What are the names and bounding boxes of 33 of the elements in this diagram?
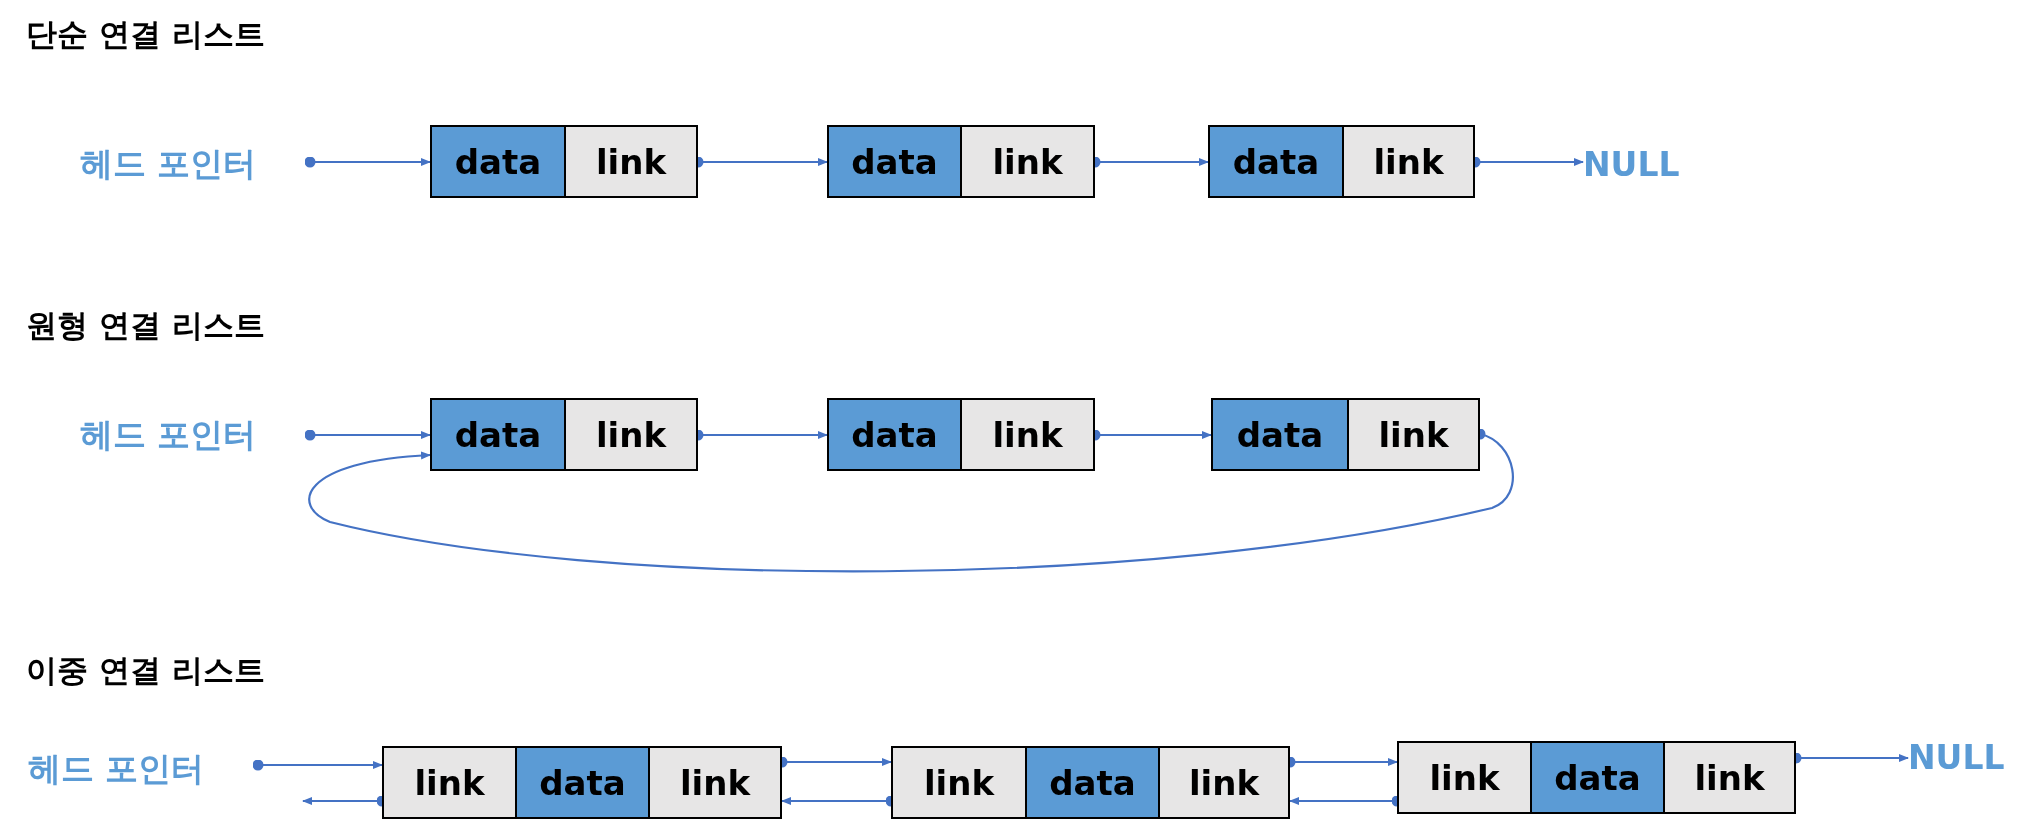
null-label: NULL [1583, 140, 1683, 188]
section-heading: 원형 연결 리스트 [26, 306, 265, 345]
pointer-label: 헤드 포인터 [28, 745, 258, 793]
data-field-box: data [430, 125, 566, 198]
section-heading: 이중 연결 리스트 [26, 651, 265, 690]
data-field-box: data [515, 746, 650, 819]
pointer-label: 헤드 포인터 [80, 411, 310, 459]
data-field-box: data [1530, 741, 1665, 814]
arrow [304, 429, 431, 441]
null-label: NULL [1908, 733, 2008, 781]
link-field-box: link [1347, 398, 1480, 471]
data-field-box: data [1025, 746, 1160, 819]
link-field-box: link [1663, 741, 1796, 814]
arrow [308, 428, 1514, 573]
link-field-box: link [960, 398, 1095, 471]
section-heading: 단순 연결 리스트 [26, 15, 265, 54]
data-field-box: data [1211, 398, 1349, 471]
data-field-box: data [1208, 125, 1344, 198]
arrow [252, 759, 383, 771]
link-field-box: link [960, 125, 1095, 198]
link-field-box: link [564, 398, 698, 471]
data-field-box: data [827, 398, 962, 471]
link-field-box: link [564, 125, 698, 198]
link-field-box: link [1397, 741, 1532, 814]
arrow [304, 156, 431, 168]
data-field-box: data [827, 125, 962, 198]
link-field-box: link [648, 746, 782, 819]
link-field-box: link [1342, 125, 1475, 198]
data-field-box: data [430, 398, 566, 471]
link-field-box: link [382, 746, 517, 819]
pointer-label: 헤드 포인터 [80, 140, 310, 188]
link-field-box: link [1158, 746, 1290, 819]
link-field-box: link [891, 746, 1027, 819]
